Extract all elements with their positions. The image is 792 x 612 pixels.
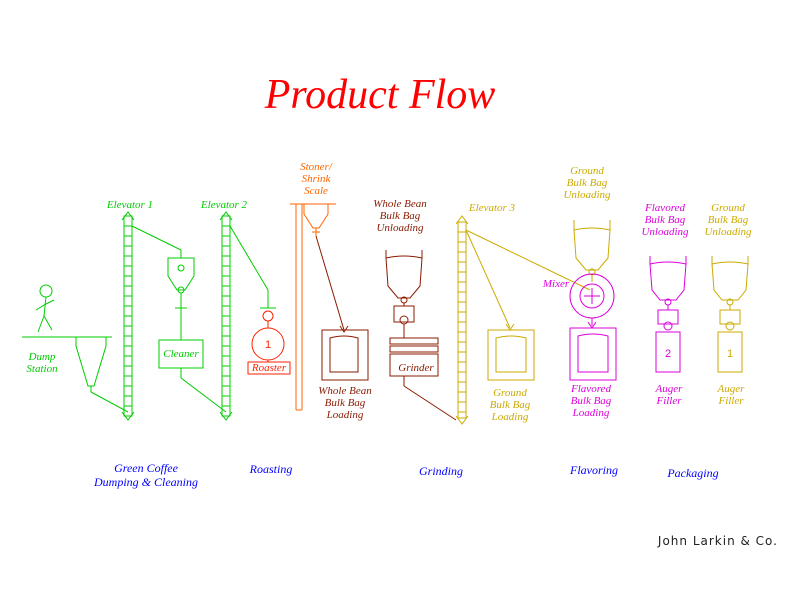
grinding-equipment: [455, 215, 611, 425]
mixer: [569, 273, 615, 329]
label-cleaner: Cleaner: [163, 348, 199, 360]
ground-unloading-bag-mixer: [573, 220, 611, 282]
elevator-1: [121, 211, 182, 421]
diagram-title: Product Flow: [264, 72, 496, 118]
cleaner: [158, 250, 227, 413]
whole-bean-unloading-bag: [385, 250, 457, 421]
roaster-number: 1: [265, 339, 271, 351]
worker-figure: [22, 284, 68, 338]
stage-grinding: Grinding: [419, 464, 463, 478]
label-roaster: Roaster: [251, 362, 287, 374]
filler-1-number: 1: [727, 348, 733, 360]
filler-2-number: 2: [665, 348, 671, 360]
stoner-shrink-scale: [290, 203, 336, 411]
label-elevator-1: Elevator 1: [106, 199, 153, 211]
green-coffee-equipment: [22, 211, 276, 421]
label-mixer: Mixer: [542, 278, 570, 290]
label-elevator-2: Elevator 2: [200, 199, 248, 211]
whole-bean-loading-bag: [321, 325, 369, 381]
ground-loading-bag: [487, 323, 535, 381]
elevator-3: [455, 215, 591, 425]
stage-packaging: Packaging: [666, 466, 718, 480]
stage-roasting: Roasting: [249, 462, 293, 476]
roaster-unit: [247, 310, 291, 375]
flavoring-packaging-equipment: [569, 256, 687, 381]
label-elevator-3: Elevator 3: [468, 202, 516, 214]
credit-text: John Larkin & Co.: [657, 534, 778, 548]
stage-flavoring: Flavoring: [569, 463, 618, 477]
ground-packaging-equipment: [711, 256, 749, 373]
label-grinder: Grinder: [398, 362, 434, 374]
dump-hopper: [68, 336, 129, 413]
whole-bean-equipment: [315, 235, 457, 421]
elevator-2: [219, 211, 276, 421]
flavored-unloading-bag: [649, 256, 687, 373]
flavored-loading-bag: [569, 327, 617, 381]
